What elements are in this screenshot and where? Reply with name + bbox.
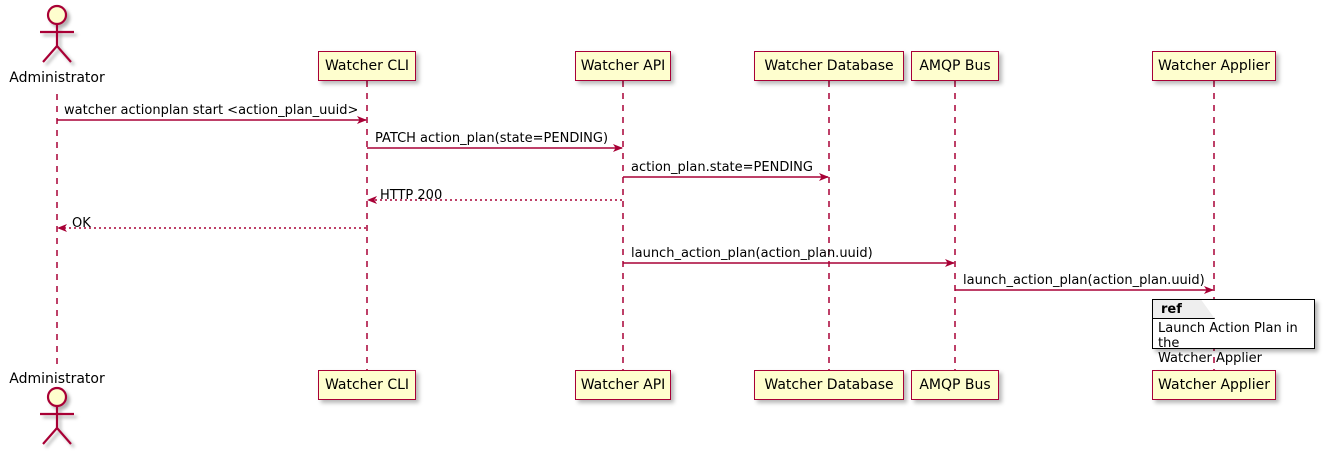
ref-fragment-body-line-1: Launch Action Plan in the	[1158, 321, 1298, 351]
ref-fragment-tab-label: ref	[1161, 302, 1182, 317]
participant-box-watcher-cli-top[interactable]: Watcher CLI	[318, 51, 416, 81]
participant-box-watcher-applier-bottom[interactable]: Watcher Applier	[1152, 370, 1276, 400]
participant-box-watcher-database-top[interactable]: Watcher Database	[754, 51, 904, 81]
message-arrows	[57, 116, 1214, 294]
message-label-1: watcher actionplan start <action_plan_uu…	[64, 103, 359, 118]
message-label-6: launch_action_plan(action_plan.uuid)	[631, 246, 873, 261]
participant-box-watcher-database-bottom[interactable]: Watcher Database	[754, 370, 904, 400]
message-label-7: launch_action_plan(action_plan.uuid)	[963, 273, 1205, 288]
actor-label-administrator-bottom: Administrator	[9, 371, 105, 387]
participant-box-watcher-applier-top[interactable]: Watcher Applier	[1152, 51, 1276, 81]
message-label-5: OK	[72, 216, 91, 231]
message-label-3: action_plan.state=PENDING	[631, 160, 813, 175]
ref-fragment-body: Launch Action Plan in the Watcher Applie…	[1158, 321, 1314, 366]
participant-box-watcher-api-top[interactable]: Watcher API	[575, 51, 671, 81]
ref-fragment: ref Launch Action Plan in the Watcher Ap…	[1152, 299, 1315, 366]
participant-box-amqp-bus-top[interactable]: AMQP Bus	[911, 51, 999, 81]
message-label-4: HTTP 200	[380, 188, 443, 203]
ref-fragment-body-line-2: Watcher Applier	[1158, 351, 1262, 366]
actor-label-administrator-top: Administrator	[9, 70, 105, 86]
message-label-2: PATCH action_plan(state=PENDING)	[375, 131, 609, 146]
actor-administrator-bottom	[40, 386, 74, 445]
participant-box-watcher-cli-bottom[interactable]: Watcher CLI	[318, 370, 416, 400]
participant-box-watcher-api-bottom[interactable]: Watcher API	[575, 370, 671, 400]
participant-box-amqp-bus-bottom[interactable]: AMQP Bus	[911, 370, 999, 400]
lifelines	[56, 81, 1215, 370]
actor-administrator-top	[40, 4, 74, 63]
